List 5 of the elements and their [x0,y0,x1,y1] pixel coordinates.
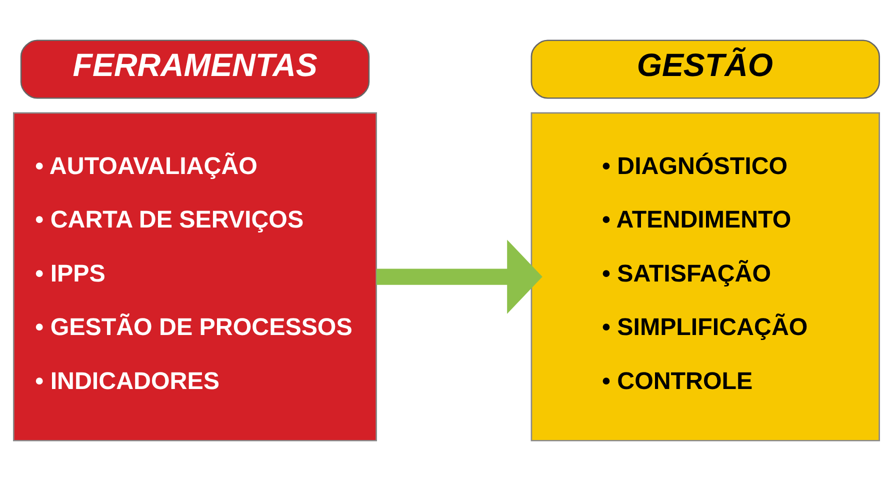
node-box: • DIAGNÓSTICO • ATENDIMENTO • SATISFAÇÃO • SIMPLIFICAÇÃO • CONTROLE [530,112,880,442]
node-box: FERRAMENTAS [20,40,370,99]
node-box: GESTÃO [530,40,880,99]
node-box: • AUTOAVALIAÇÃO • CARTA DE SERVIÇOS • IPPS • GESTÃO DE PROCESSOS • INDICADORES [13,112,377,442]
arrow [376,240,542,314]
